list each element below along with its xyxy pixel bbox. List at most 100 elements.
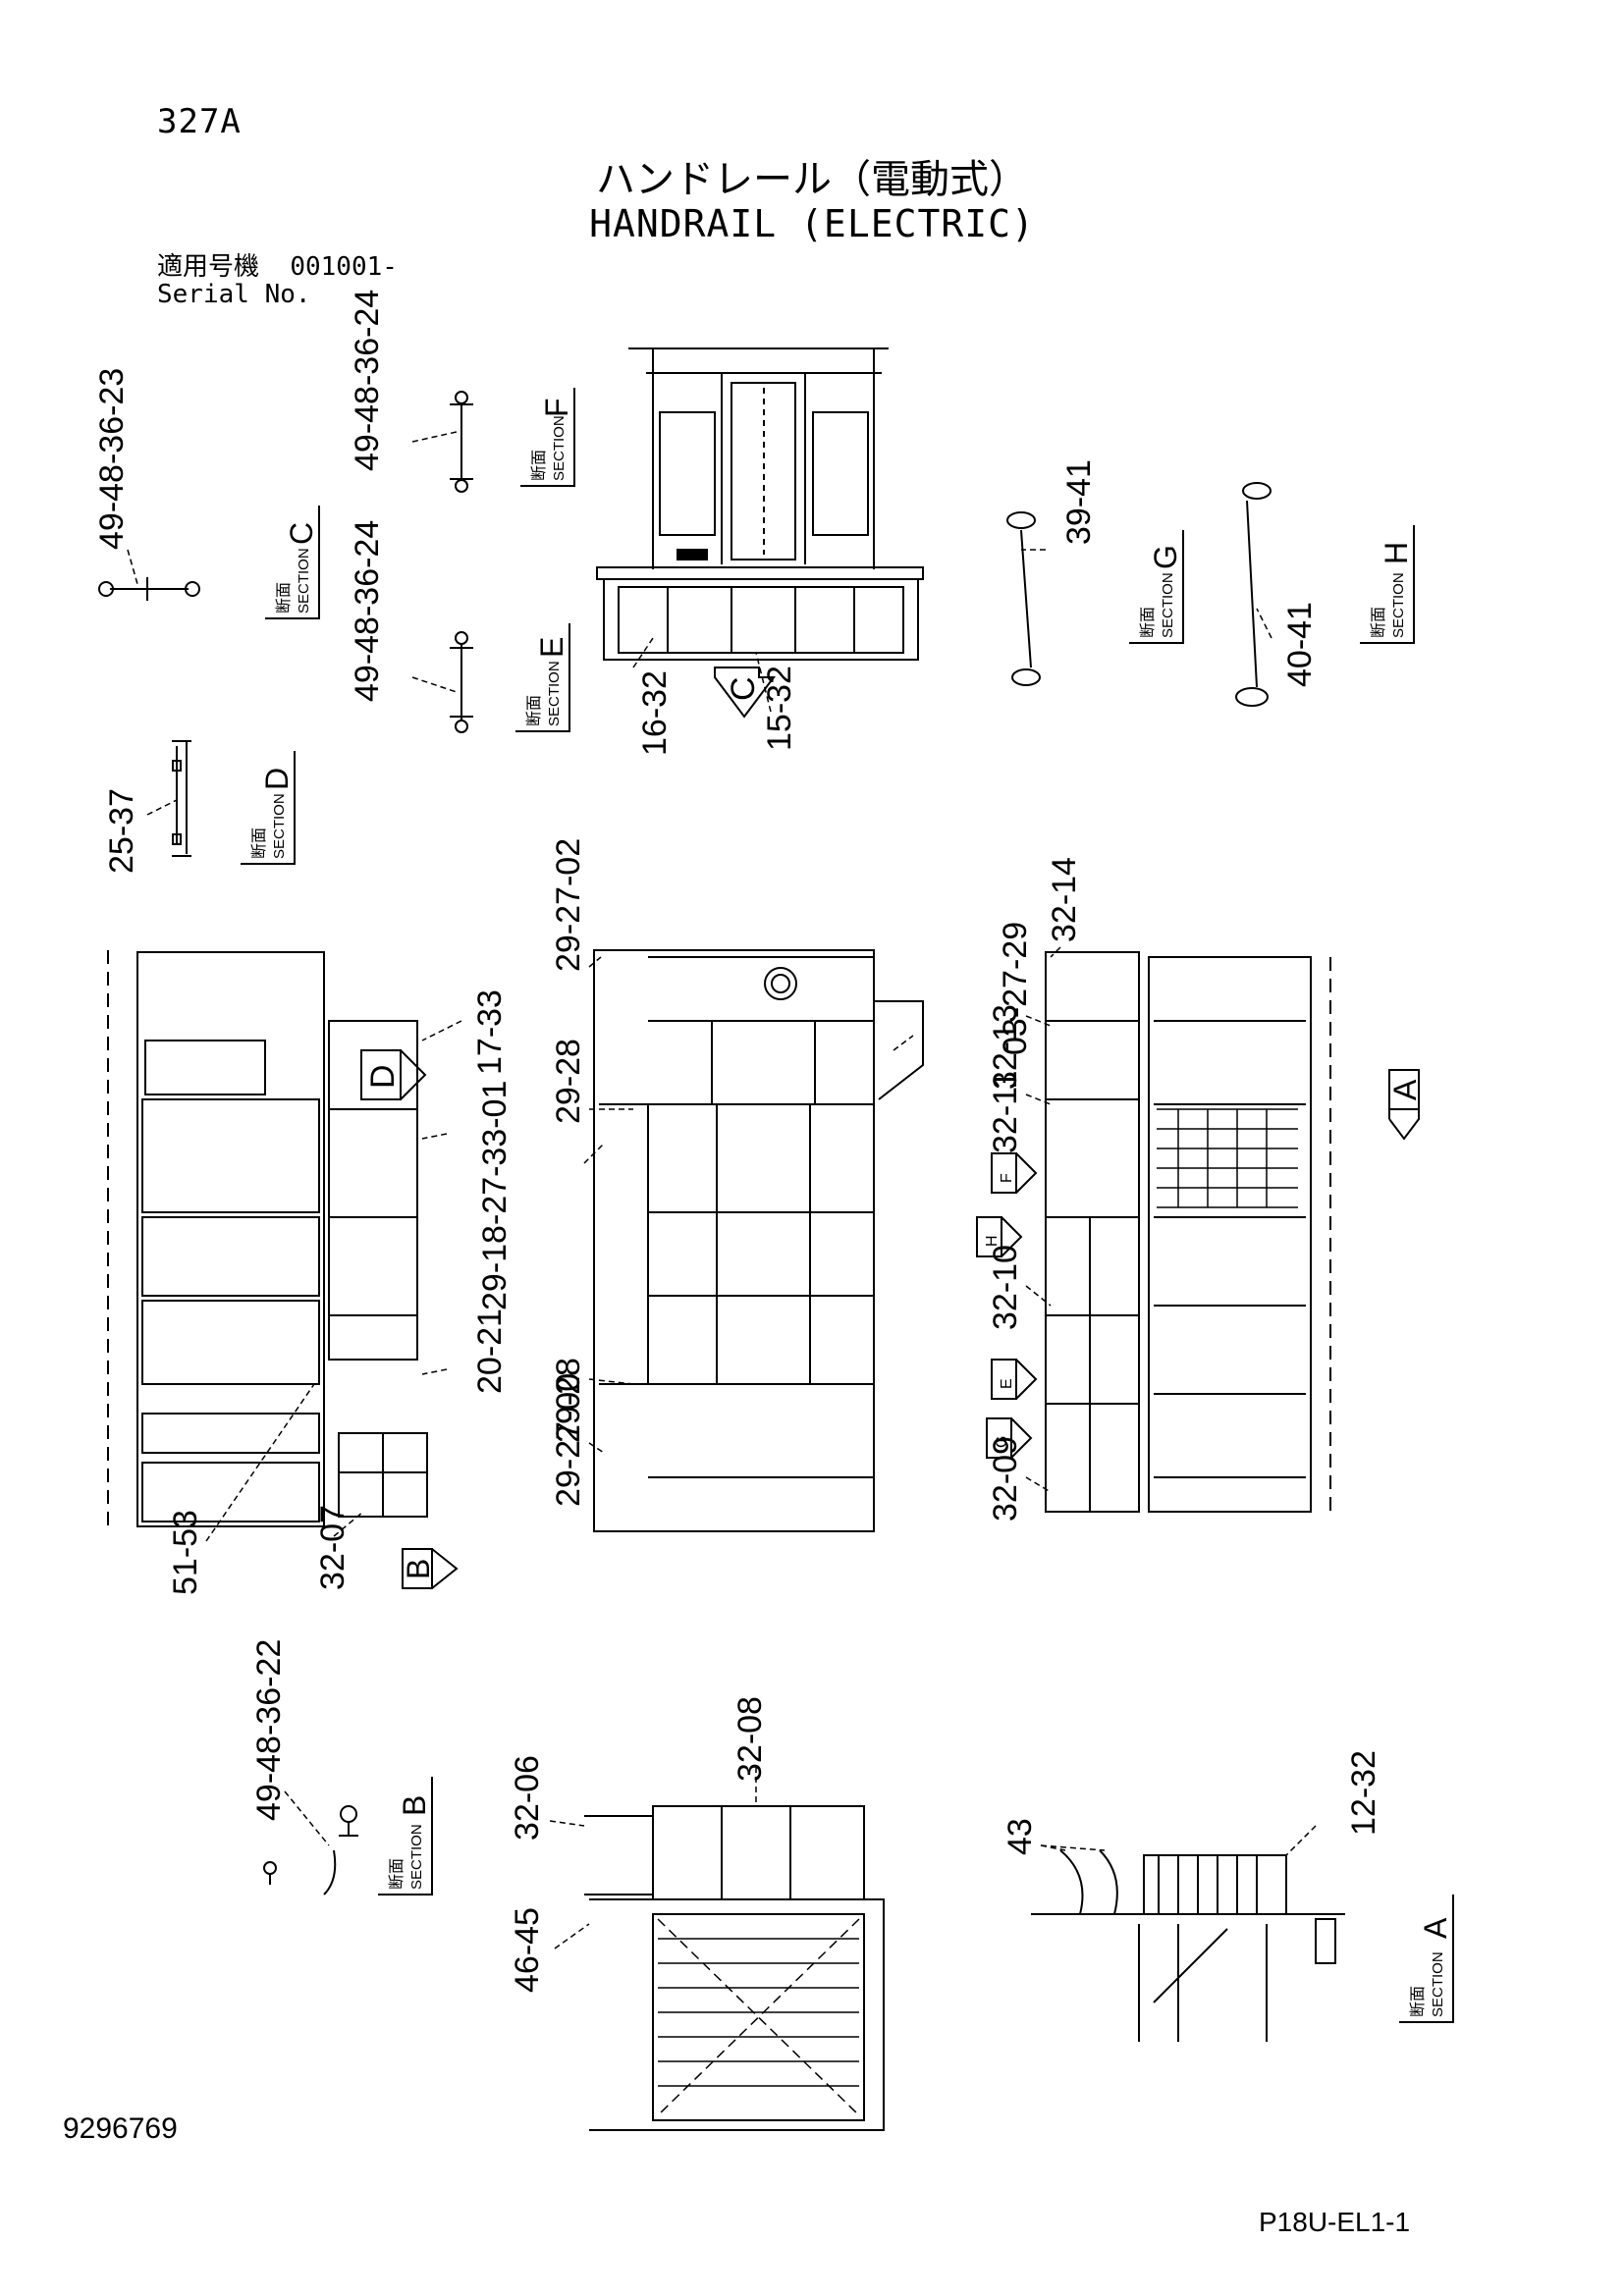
section-e-en: SECTION	[546, 661, 563, 726]
section-b-detail	[263, 1805, 358, 1896]
section-c-en: SECTION	[296, 548, 312, 614]
callout-21: 32-11	[987, 1071, 1024, 1153]
title-english: HANDRAIL (ELECTRIC)	[589, 202, 1035, 245]
section-b-en: SECTION	[408, 1824, 425, 1890]
section-f-detail	[450, 391, 473, 493]
top-front-view	[596, 347, 924, 661]
page-code: 327A	[157, 102, 242, 141]
section-f-en: SECTION	[551, 415, 568, 481]
view-arrow-d: D	[360, 1049, 427, 1100]
page-reference: P18U-EL1-1	[1259, 2207, 1411, 2237]
view-arrow-g-label: G	[994, 1436, 1010, 1448]
callout-11: 29-28	[550, 1039, 587, 1124]
section-e-detail	[450, 631, 473, 733]
callout-24: 49-48-36-22	[250, 1639, 288, 1821]
view-arrow-a: A	[1387, 1069, 1423, 1141]
lower-center-view	[584, 1805, 885, 2131]
section-d-jp: 断面	[250, 828, 268, 859]
callout-9: 29-27-02	[550, 838, 587, 972]
section-b-jp: 断面	[388, 1858, 406, 1890]
section-f-jp: 断面	[530, 450, 548, 481]
callout-14: 29-28	[550, 1358, 587, 1443]
view-arrow-h-label: H	[984, 1235, 1001, 1247]
middle-left-view	[107, 950, 428, 1531]
section-c-key: C	[284, 522, 319, 545]
view-arrow-c-label: C	[725, 676, 762, 701]
callout-6: 15-32	[761, 666, 798, 751]
section-g-detail	[1006, 511, 1041, 686]
callout-28: 43	[1001, 1818, 1039, 1855]
section-c-jp: 断面	[275, 582, 293, 614]
middle-right-view	[1045, 951, 1331, 1513]
callout-25: 32-08	[731, 1696, 769, 1782]
leader-lines	[127, 431, 1317, 1949]
view-arrow-d-label: D	[364, 1064, 402, 1089]
callout-15: 29-27-00	[550, 1373, 587, 1507]
callout-13: 20-21	[471, 1308, 509, 1394]
view-arrow-h: H	[976, 1216, 1023, 1257]
section-e-key: E	[534, 637, 569, 658]
callout-2: 49-48-36-23	[93, 368, 131, 550]
section-b-key: B	[397, 1795, 432, 1816]
callout-16: 51-53	[167, 1510, 204, 1595]
serial-block: 適用号機 001001- Serial No.	[157, 253, 398, 308]
callout-27: 46-45	[509, 1907, 546, 1993]
callout-8: 40-41	[1281, 602, 1319, 687]
section-g-key: G	[1148, 545, 1183, 569]
callout-10: 17-33	[471, 989, 509, 1075]
middle-center-view	[593, 949, 924, 1532]
callout-20: 32-13	[987, 1004, 1024, 1090]
section-g-en: SECTION	[1160, 572, 1176, 638]
callout-4: 25-37	[103, 788, 140, 874]
section-g-jp: 断面	[1139, 607, 1157, 638]
section-h-key: H	[1379, 542, 1414, 564]
serial-label-jp: 適用号機	[157, 252, 260, 282]
callout-7: 39-41	[1060, 459, 1098, 545]
callout-5: 16-32	[636, 670, 674, 756]
view-arrow-e-label: E	[999, 1378, 1015, 1389]
view-arrow-g: G	[986, 1417, 1033, 1459]
callout-26: 32-06	[509, 1755, 546, 1841]
section-d-key: D	[259, 768, 295, 790]
callout-12: 29-18-27-33-01	[476, 1081, 514, 1310]
section-d-detail	[172, 740, 191, 857]
section-a-key: A	[1418, 1917, 1453, 1939]
callout-22: 32-10	[987, 1245, 1024, 1330]
callout-29: 12-32	[1345, 1750, 1382, 1836]
section-h-detail	[1235, 482, 1272, 707]
callout-18: 03-27-29	[997, 922, 1034, 1055]
callout-17: 32-07	[314, 1505, 352, 1590]
callout-19: 32-14	[1046, 857, 1083, 942]
document-number: 9296769	[63, 2112, 178, 2145]
callout-23: 32-09	[987, 1436, 1024, 1522]
section-f-key: F	[539, 398, 574, 417]
section-h-jp: 断面	[1370, 607, 1387, 638]
section-h-en: SECTION	[1390, 572, 1407, 638]
view-arrow-f: F	[991, 1152, 1038, 1194]
view-arrow-b: B	[401, 1548, 459, 1589]
section-e-jp: 断面	[525, 695, 543, 726]
section-c-detail	[98, 577, 200, 601]
view-arrow-b-label: B	[401, 1559, 436, 1579]
section-d-en: SECTION	[271, 793, 288, 859]
section-a-en: SECTION	[1430, 1951, 1446, 2017]
lower-right-view	[1031, 1849, 1345, 2042]
serial-label-en: Serial No.	[157, 280, 311, 309]
view-arrow-f-label: F	[999, 1173, 1015, 1183]
serial-value: 001001-	[290, 252, 398, 282]
view-arrow-c: C	[714, 667, 776, 719]
title-japanese: ハンドレール（電動式）	[596, 157, 1028, 202]
view-arrow-a-label: A	[1387, 1079, 1423, 1100]
callout-1: 49-48-36-24	[349, 290, 386, 471]
view-arrow-e: E	[991, 1359, 1038, 1400]
callout-3: 49-48-36-24	[349, 520, 386, 702]
section-a-jp: 断面	[1409, 1986, 1427, 2017]
